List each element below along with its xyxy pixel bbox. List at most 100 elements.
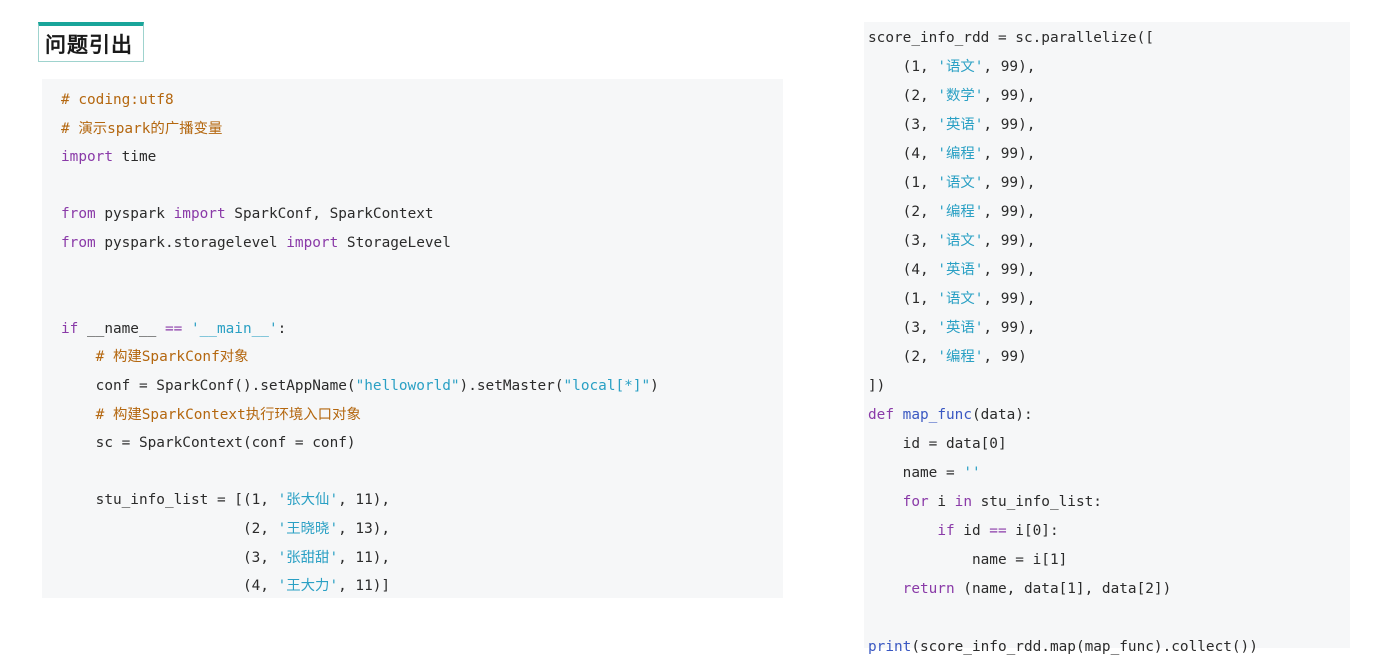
code-token-keyword: import: [61, 149, 113, 166]
code-token-funcdef: print: [868, 639, 912, 655]
code-token-default: name =: [868, 465, 964, 481]
code-line: if id == i[0]:: [868, 517, 1350, 546]
code-line: [61, 286, 783, 315]
code-line: from pyspark import SparkConf, SparkCont…: [61, 200, 783, 229]
code-token-string: "helloworld": [355, 377, 460, 394]
code-token-string: '王晓晓': [277, 520, 339, 537]
code-token-keyword: def: [868, 407, 894, 423]
code-token-keyword: from: [61, 234, 96, 251]
code-token-default: i[0]:: [1006, 523, 1059, 539]
code-token-default: StorageLevel: [338, 234, 451, 251]
code-token-comment: # 演示spark的广播变量: [61, 120, 223, 137]
code-token-default: (1,: [868, 291, 938, 307]
code-token-default: (2,: [868, 88, 938, 104]
code-token-default: (3,: [868, 117, 938, 133]
code-token-default: , 99),: [983, 320, 1036, 336]
code-token-default: :: [277, 320, 287, 337]
code-token-default: (3,: [868, 320, 938, 336]
code-line: import time: [61, 143, 783, 172]
code-line: score_info_rdd = sc.parallelize([: [868, 24, 1350, 53]
code-token-default: i: [928, 494, 955, 510]
code-line: name = i[1]: [868, 546, 1350, 575]
code-token-default: [894, 407, 903, 423]
code-token-default: [868, 523, 937, 539]
code-token-string: '语文': [937, 291, 984, 307]
code-token-default: [182, 321, 191, 337]
code-line: id = data[0]: [868, 430, 1350, 459]
code-token-string: '语文': [937, 175, 984, 191]
code-line: (2, '数学', 99),: [868, 82, 1350, 111]
code-token-default: [61, 349, 96, 365]
code-token-string: '语文': [937, 233, 984, 249]
code-line: ]): [868, 372, 1350, 401]
code-token-default: , 99),: [983, 175, 1036, 191]
code-token-string: '英语': [937, 117, 984, 133]
code-line: (4, '编程', 99),: [868, 140, 1350, 169]
code-token-default: (3,: [61, 549, 278, 566]
code-token-default: (4,: [61, 578, 278, 595]
code-line: # coding:utf8: [61, 86, 783, 115]
code-token-default: , 11),: [338, 549, 391, 566]
code-token-default: __name__: [78, 320, 165, 337]
code-token-keyword: import: [173, 206, 226, 223]
code-line: def map_func(data):: [868, 401, 1350, 430]
code-token-default: name = i[1]: [868, 552, 1068, 568]
code-token-default: conf = SparkConf().setAppName(: [61, 377, 356, 394]
code-token-keyword: from: [61, 206, 96, 223]
code-token-string: '英语': [937, 262, 984, 278]
code-line: (4, '王大力', 11)]: [61, 572, 783, 601]
code-token-string: '王大力': [277, 578, 339, 595]
code-line: (3, '张甜甜', 11),: [61, 544, 783, 573]
code-line: (3, '英语', 99),: [868, 314, 1350, 343]
code-line: [61, 258, 783, 287]
code-token-default: (4,: [868, 146, 938, 162]
code-token-string: '张甜甜': [277, 549, 339, 566]
code-token-default: [868, 494, 903, 510]
code-token-keyword: in: [954, 494, 972, 510]
code-token-default: SparkConf, SparkContext: [225, 206, 434, 223]
code-token-default: , 99),: [983, 204, 1036, 220]
code-token-string: '编程': [937, 204, 984, 220]
section-heading: 问题引出: [38, 22, 144, 62]
code-line: (4, '英语', 99),: [868, 256, 1350, 285]
code-token-default: ]): [868, 378, 886, 394]
code-token-default: [61, 407, 96, 423]
code-line: stu_info_list = [(1, '张大仙', 11),: [61, 486, 783, 515]
code-token-default: (3,: [868, 233, 938, 249]
code-token-default: , 13),: [338, 520, 391, 537]
code-token-comment: # 构建SparkContext执行环境入口对象: [95, 406, 361, 423]
code-token-funcdef: map_func: [902, 407, 972, 423]
code-token-default: pyspark.storagelevel: [95, 234, 287, 251]
code-token-keyword: return: [902, 581, 955, 597]
code-token-default: id: [954, 523, 990, 539]
code-token-comment: # coding:utf8: [61, 92, 174, 108]
code-line: conf = SparkConf().setAppName("helloworl…: [61, 372, 783, 401]
code-token-default: , 99),: [983, 88, 1036, 104]
code-token-default: ): [650, 377, 659, 394]
code-token-default: (1,: [868, 59, 938, 75]
code-token-string: '编程': [937, 349, 984, 365]
code-token-default: , 11),: [338, 492, 391, 509]
code-token-default: , 99),: [983, 262, 1036, 278]
code-token-default: , 11)]: [338, 578, 391, 595]
code-line: [61, 458, 783, 487]
code-line: (1, '语文', 99),: [868, 53, 1350, 82]
code-token-keyword: ==: [989, 523, 1007, 539]
code-token-default: pyspark: [95, 206, 174, 223]
code-token-string: "local[*]": [563, 377, 651, 394]
code-token-string: '数学': [937, 88, 984, 104]
section-heading-text: 问题引出: [45, 32, 133, 57]
code-line: [868, 604, 1350, 633]
code-line: from pyspark.storagelevel import Storage…: [61, 229, 783, 258]
code-token-default: sc = SparkContext(conf = conf): [61, 435, 356, 452]
code-token-keyword: for: [902, 494, 929, 510]
code-line: sc = SparkContext(conf = conf): [61, 429, 783, 458]
code-token-default: , 99),: [983, 291, 1036, 307]
code-line: print(score_info_rdd.map(map_func).colle…: [868, 633, 1350, 662]
code-line: if __name__ == '__main__':: [61, 315, 783, 344]
code-line: (3, '英语', 99),: [868, 111, 1350, 140]
code-token-string: '编程': [937, 146, 984, 162]
code-token-default: (4,: [868, 262, 938, 278]
code-token-default: (2,: [868, 349, 938, 365]
code-token-default: (2,: [868, 204, 938, 220]
